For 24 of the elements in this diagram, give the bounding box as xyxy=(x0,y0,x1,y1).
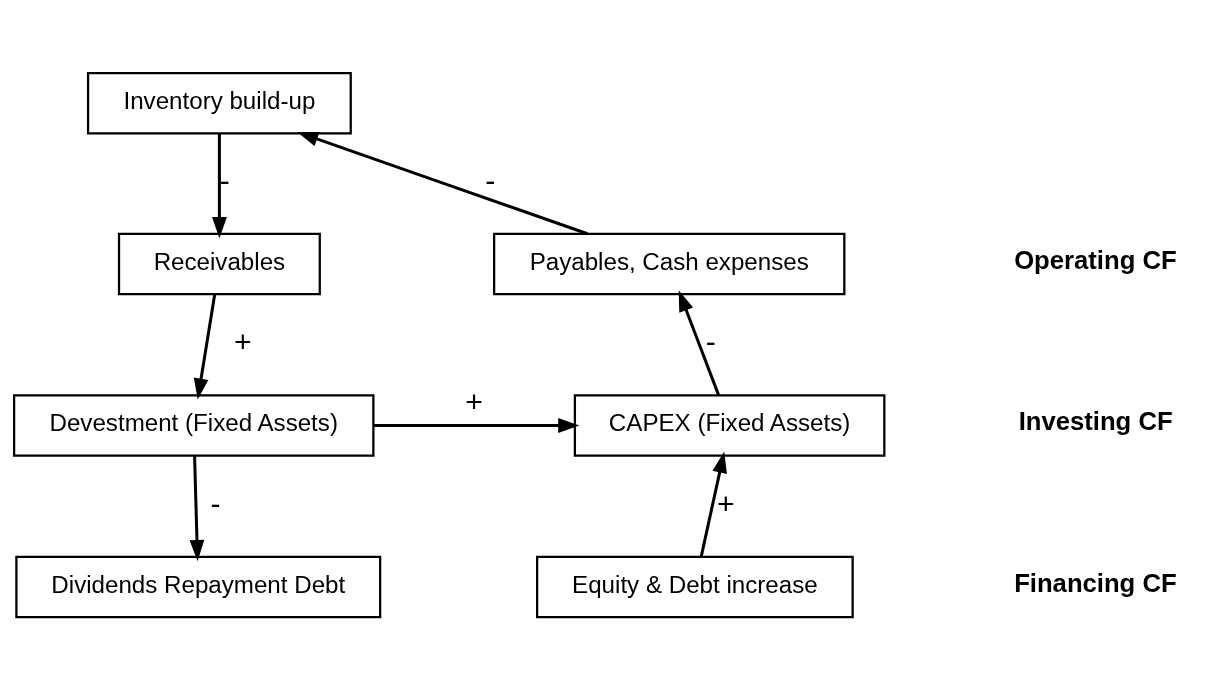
node-box: Devestment (Fixed Assets) xyxy=(13,393,375,457)
arrow xyxy=(189,455,205,561)
arrow xyxy=(212,133,227,238)
edge-label: - xyxy=(210,486,221,520)
edge-label: + xyxy=(717,486,735,520)
edge-label: + xyxy=(233,324,252,358)
arrow xyxy=(699,451,727,557)
arrow xyxy=(297,131,588,235)
node-box: Inventory build-up xyxy=(86,71,352,135)
label: Operating CF xyxy=(1014,245,1177,274)
edge-label: - xyxy=(219,163,230,197)
arrow xyxy=(193,293,217,400)
node-box: Dividends Repayment Debt xyxy=(15,555,382,618)
node-box: Equity & Debt increase xyxy=(536,555,854,618)
label: Investing CF xyxy=(1018,406,1173,435)
edge-label: + xyxy=(465,384,483,418)
node-box: Payables, Cash expenses xyxy=(493,232,846,295)
edge-label: - xyxy=(485,163,496,197)
label: Financing CF xyxy=(1014,568,1177,597)
arrow xyxy=(373,417,580,433)
arrow xyxy=(678,289,720,396)
edge-label: - xyxy=(705,324,716,358)
node-box: CAPEX (Fixed Assets) xyxy=(573,393,886,457)
node-box: Receivables xyxy=(117,232,321,295)
